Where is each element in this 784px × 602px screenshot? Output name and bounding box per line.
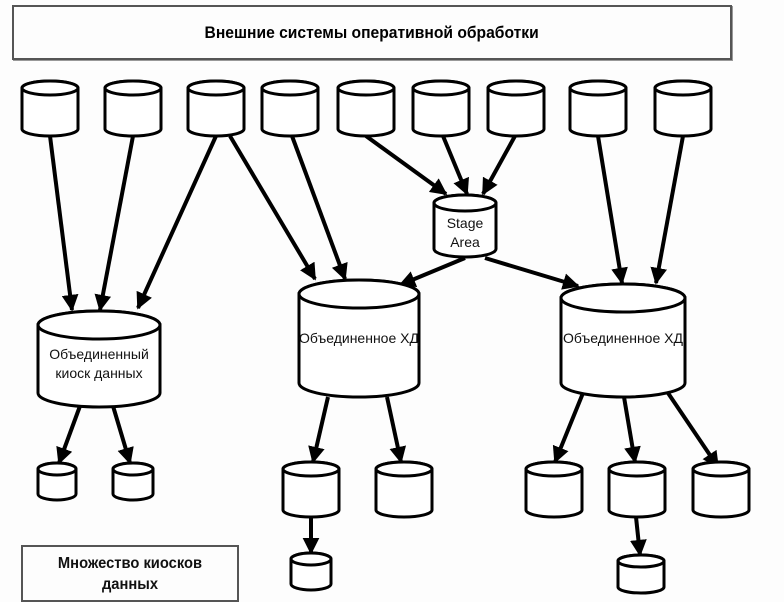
arrow-dw-middle-mart2 — [385, 396, 407, 464]
arrow-dw-right-mart2 — [622, 396, 641, 464]
arrow-src3-kiosk — [136, 135, 218, 310]
source-db-9 — [653, 79, 713, 138]
source-db-5 — [336, 79, 396, 138]
source-db-2 — [103, 79, 163, 138]
source-db-6 — [411, 79, 471, 138]
kiosk-mart-1 — [36, 461, 78, 502]
dw-right-mart-2 — [607, 460, 667, 519]
source-db-4 — [260, 79, 320, 138]
source-db-7 — [486, 79, 546, 138]
arrow-src5-stage — [364, 134, 448, 196]
source-db-8 — [568, 79, 628, 138]
source-db-3 — [186, 79, 246, 138]
arrow-kiosk-mart1 — [56, 405, 82, 465]
arrow-stage-dw-middle — [398, 256, 466, 287]
kiosk-mart-2 — [111, 461, 155, 502]
dw-middle-mart-2 — [374, 460, 434, 519]
consolidated-kiosk-db — [36, 309, 162, 409]
dw-middle-label: Объединенное ХД — [299, 330, 419, 346]
arrow-src2-kiosk — [94, 135, 135, 312]
kiosk-label: Объединенный киоск данных — [49, 346, 149, 381]
source-db-1 — [20, 79, 80, 138]
arrow-src9-dw-right — [650, 135, 685, 285]
dw-middle-mart-1 — [281, 460, 341, 519]
arrow-src8-dw-right — [596, 135, 628, 285]
arrow-src3-dw-middle — [228, 134, 317, 281]
arrow-kiosk-mart2 — [111, 405, 134, 465]
stage-area-db — [432, 193, 498, 259]
arrow-dw-right-mart1 — [552, 392, 585, 464]
arrow-src7-stage — [481, 135, 517, 196]
external-oltp-systems-box: Внешние системы оперативной обработки — [12, 5, 732, 60]
data-marts-legend-box: Множество киосков данных — [21, 545, 239, 602]
dw-right-submart — [616, 553, 666, 595]
data-marts-legend-text: Множество киосков данных — [57, 554, 203, 593]
arrow-dw-right-submart — [630, 516, 647, 557]
arrow-src4-dw-middle — [290, 135, 348, 281]
external-oltp-systems-title: Внешние системы оперативной обработки — [204, 22, 540, 42]
dw-right-label: Объединенное ХД — [563, 330, 683, 346]
dw-right-mart-1 — [524, 460, 584, 519]
arrow-src6-stage — [441, 135, 469, 196]
dw-middle-submart — [289, 551, 333, 592]
dw-right-mart-3 — [691, 460, 751, 519]
arrow-src1-kiosk — [48, 135, 79, 312]
stage-area-label: Stage Area — [446, 215, 484, 250]
arrow-dw-middle-mart1 — [308, 396, 330, 464]
arrow-stage-dw-right — [484, 256, 580, 290]
cut-off-header-text: … — [6, 0, 17, 2]
arrow-dw-right-mart3 — [666, 391, 720, 469]
consolidated-dw-right-db — [559, 282, 687, 399]
consolidated-dw-middle-db — [297, 278, 421, 399]
